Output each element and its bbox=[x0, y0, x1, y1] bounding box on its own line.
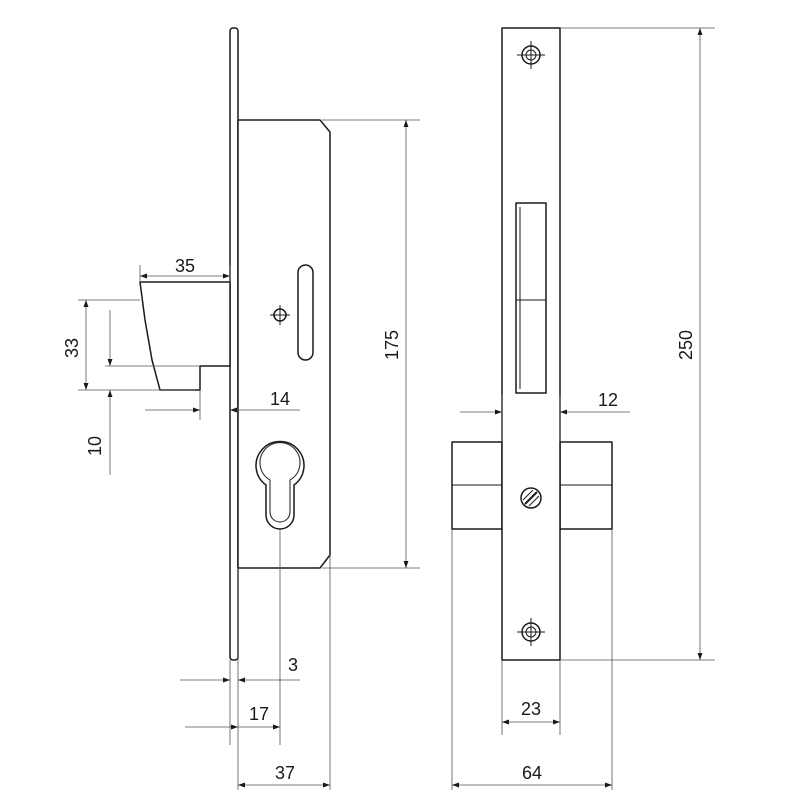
dim-label-12: 12 bbox=[598, 390, 618, 410]
center-screw-icon bbox=[520, 487, 542, 509]
dim-label-3: 3 bbox=[288, 655, 298, 675]
dim-label-35: 35 bbox=[175, 256, 195, 276]
dim-label-175: 175 bbox=[382, 330, 402, 360]
handle-slot bbox=[297, 264, 314, 361]
top-screw-icon bbox=[517, 41, 545, 69]
dimension-lines bbox=[83, 28, 703, 788]
side-faceplate bbox=[229, 27, 239, 661]
front-view bbox=[451, 27, 613, 661]
dim-label-23: 23 bbox=[521, 699, 541, 719]
dim-label-64: 64 bbox=[522, 763, 542, 783]
dim-label-14: 14 bbox=[270, 389, 290, 409]
bottom-screw-icon bbox=[517, 618, 545, 646]
extension-lines bbox=[78, 27, 715, 790]
cylinder-cutout bbox=[255, 440, 305, 530]
dim-label-33: 33 bbox=[62, 338, 82, 358]
dim-label-17: 17 bbox=[249, 704, 269, 724]
dim-label-37: 37 bbox=[275, 763, 295, 783]
latch-bolt bbox=[139, 281, 231, 391]
dimension-labels: 35 33 10 14 175 3 17 37 12 23 64 250 bbox=[62, 256, 696, 783]
dim-label-10: 10 bbox=[85, 436, 105, 456]
side-view bbox=[139, 27, 331, 661]
latch-window bbox=[515, 202, 547, 394]
dim-label-250: 250 bbox=[676, 330, 696, 360]
